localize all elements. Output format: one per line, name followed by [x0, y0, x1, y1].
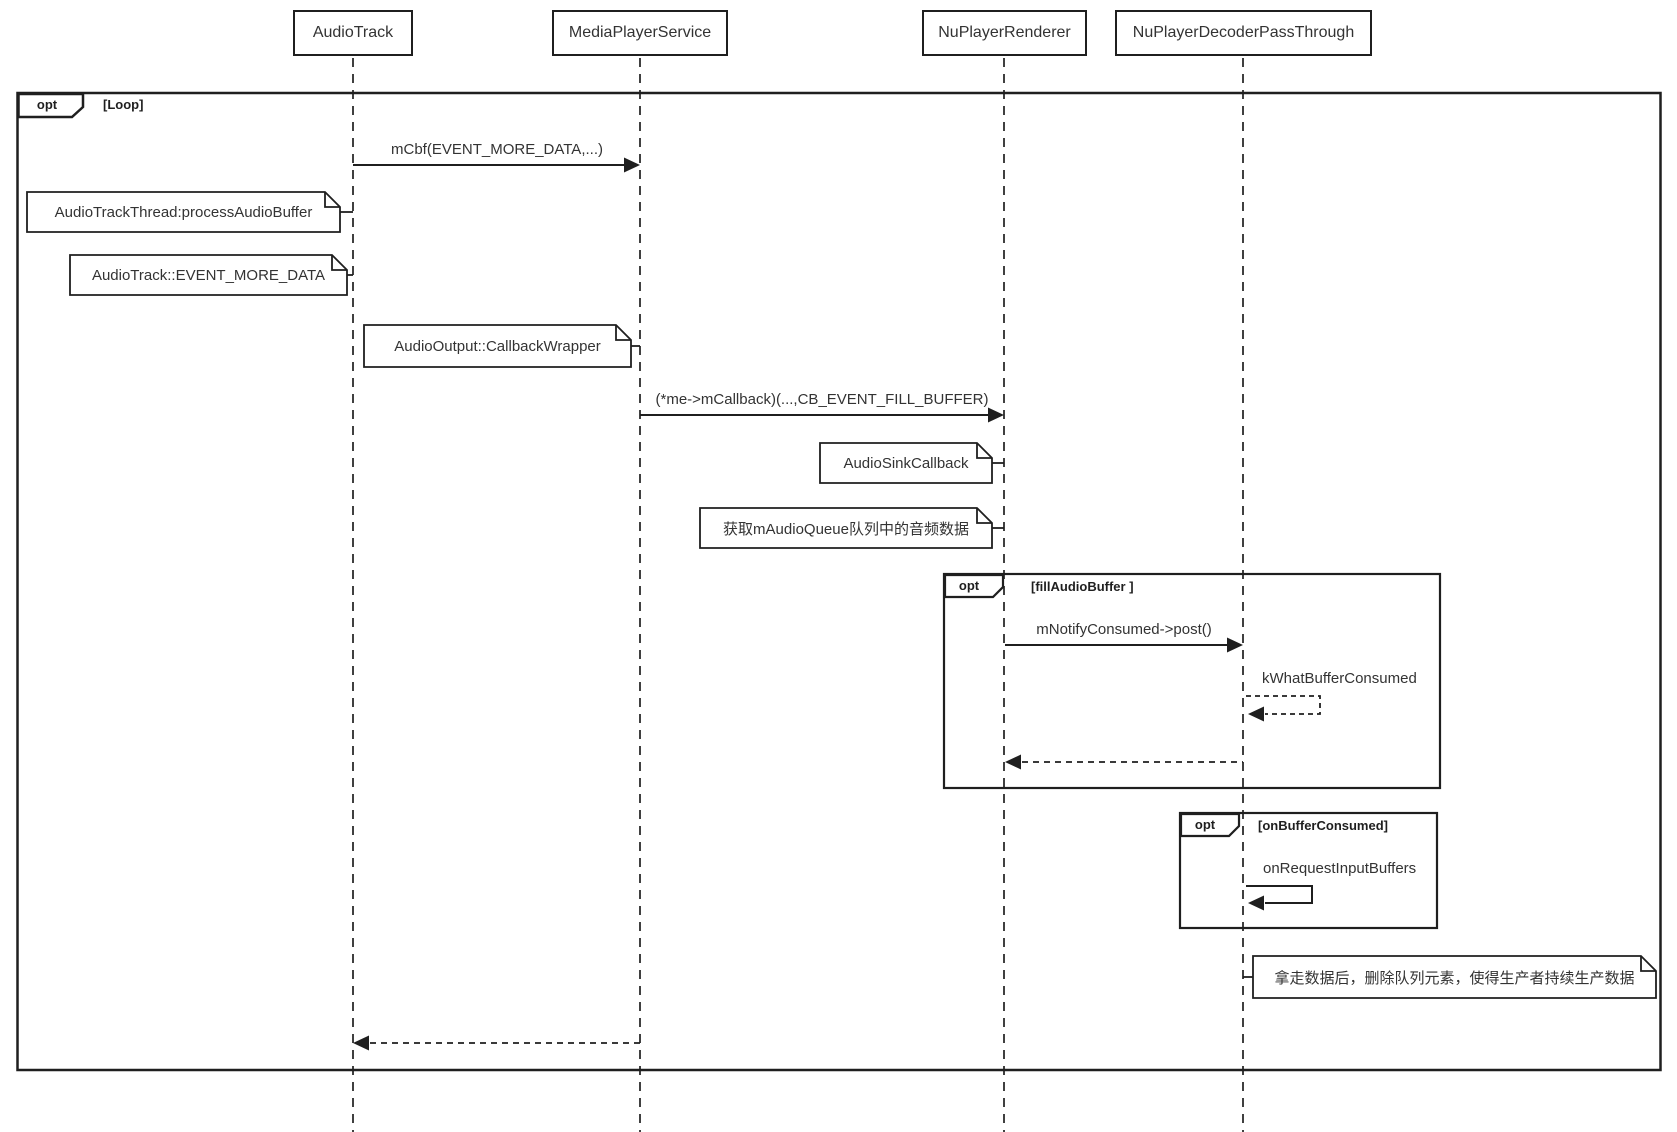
note-callbackwrapper-fold-icon — [615, 325, 631, 341]
frame-fillaudiobuffer-operator: opt — [958, 578, 980, 593]
note-audiosinkcallback-shape — [819, 442, 993, 484]
note-eventmoredata-shape — [69, 254, 348, 296]
frame-onbufferconsumed-operator: opt — [1194, 817, 1216, 832]
frame-loop-condition: [Loop] — [103, 97, 144, 112]
note-audiosinkcallback-fold-icon — [976, 443, 992, 459]
message-kwhat-line — [1246, 695, 1321, 715]
frame-fillaudiobuffer-condition: [fillAudioBuffer ] — [1031, 579, 1134, 594]
message-mnotify-label: mNotifyConsumed->post() — [1036, 621, 1212, 638]
message-kwhat-arrowhead — [1248, 706, 1264, 722]
frame-loop-border — [16, 91, 1662, 1072]
message-return-renderer-arrowhead — [1005, 754, 1021, 770]
note-audiosinkcallback-text: AudioSinkCallback — [843, 454, 969, 472]
actor-label-mediaplayerservice: MediaPlayerService — [568, 24, 712, 41]
actor-box-nuplayerrenderer: NuPlayerRenderer — [922, 10, 1087, 56]
frame-loop-tab — [17, 92, 85, 119]
message-mcbf-arrowhead — [624, 157, 640, 173]
message-onrequest-arrowhead — [1248, 895, 1264, 911]
actor-box-mediaplayerservice: MediaPlayerService — [552, 10, 728, 56]
message-kwhat-label: kWhatBufferConsumed — [1262, 670, 1417, 687]
frame-loop-operator: opt — [36, 97, 58, 112]
note-callbackwrapper-text: AudioOutput::CallbackWrapper — [394, 337, 601, 355]
actor-box-audiotrack: AudioTrack — [293, 10, 413, 56]
actor-label-nuplayerrenderer: NuPlayerRenderer — [938, 24, 1071, 41]
frame-onbufferconsumed-tab — [1179, 812, 1241, 838]
message-return-audiotrack-arrowhead — [353, 1035, 369, 1051]
note-eventmoredata-fold-icon — [331, 255, 347, 271]
frame-fillaudiobuffer-border — [942, 572, 1442, 790]
note-removequeue-shape — [1252, 955, 1657, 999]
note-processaudiobuffer-text: AudioTrackThread:processAudioBuffer — [54, 203, 313, 221]
note-removequeue-fold-icon — [1640, 956, 1656, 972]
message-onrequest-line — [1246, 885, 1313, 904]
message-mnotify-arrowhead — [1227, 637, 1243, 653]
message-mcallback-arrowhead — [988, 407, 1004, 423]
message-onrequest-label: onRequestInputBuffers — [1263, 860, 1417, 877]
note-removequeue-text: 拿走数据后，删除队列元素，使得生产者持续生产数据 — [1274, 969, 1635, 987]
frame-onbufferconsumed-border — [1178, 811, 1439, 930]
actor-box-nuplayerdecoderpassthrough: NuPlayerDecoderPassThrough — [1115, 10, 1372, 56]
note-maudioqueue-shape — [699, 507, 993, 549]
message-mcallback-label: (*me->mCallback)(...,CB_EVENT_FILL_BUFFE… — [655, 391, 989, 408]
note-processaudiobuffer-shape — [26, 191, 341, 233]
actor-label-audiotrack: AudioTrack — [312, 24, 394, 41]
actor-label-nuplayerdecoderpassthrough: NuPlayerDecoderPassThrough — [1132, 24, 1355, 41]
frame-fillaudiobuffer-tab — [943, 573, 1005, 599]
note-maudioqueue-fold-icon — [976, 508, 992, 524]
note-processaudiobuffer-fold-icon — [324, 192, 340, 208]
message-mcbf-label: mCbf(EVENT_MORE_DATA,...) — [391, 141, 603, 158]
note-callbackwrapper-shape — [363, 324, 632, 368]
frame-onbufferconsumed-condition: [onBufferConsumed] — [1258, 818, 1388, 833]
note-maudioqueue-text: 获取mAudioQueue队列中的音频数据 — [723, 520, 969, 538]
note-eventmoredata-text: AudioTrack::EVENT_MORE_DATA — [91, 266, 326, 284]
